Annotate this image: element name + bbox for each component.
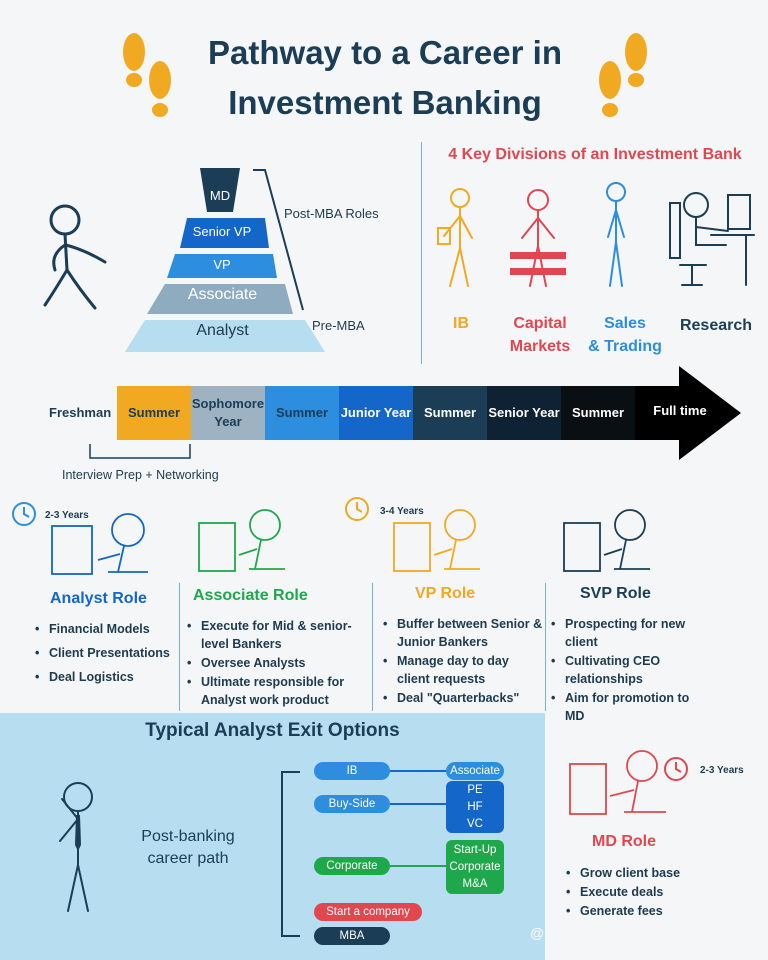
division-research-label: Research xyxy=(679,317,753,334)
divisions-title: 4 Key Divisions of an Investment Bank xyxy=(448,146,742,163)
sales-trading-figure-icon xyxy=(606,182,626,287)
vp-desk-icon xyxy=(393,509,480,572)
exit-path-corporate: Corporate xyxy=(314,857,390,875)
analyst-years: 2-3 Years xyxy=(45,510,89,521)
vp-role-title: VP Role xyxy=(415,585,476,602)
exit-path-start-company: Start a company xyxy=(314,903,422,921)
clock-icon xyxy=(12,502,36,526)
research-figure-icon xyxy=(669,192,755,286)
timeline-seg-summer-1: Summer xyxy=(117,386,191,440)
timeline-seg-senior: Senior Year xyxy=(487,386,561,440)
division-ib-label: IB xyxy=(453,315,469,332)
list-item: Deal "Quarterbacks" xyxy=(383,689,543,707)
timeline-start: Freshman xyxy=(49,405,112,420)
role-divider xyxy=(545,583,546,711)
pyramid-level-vp: VP xyxy=(213,257,231,272)
walking-person-icon xyxy=(43,204,107,310)
timeline-seg-summer-2: Summer xyxy=(265,386,339,440)
post-banking-label: Post-banking career path xyxy=(141,828,235,867)
list-item: Client Presentations xyxy=(35,644,180,662)
division-ib: IB xyxy=(431,312,491,335)
md-role-list: Grow client base Execute deals Generate … xyxy=(566,864,716,921)
role-divider xyxy=(179,583,180,711)
post-mba-label: Post-MBA Roles xyxy=(284,206,379,221)
list-item: Cultivating CEO relationships xyxy=(551,652,701,688)
clock-icon xyxy=(345,497,369,521)
timeline-seg-summer-3: Summer xyxy=(413,386,487,440)
list-item: Generate fees xyxy=(566,902,716,920)
list-item: Financial Models xyxy=(35,620,180,638)
title-line-2: Investment Banking xyxy=(228,84,542,121)
pyramid-level-md: MD xyxy=(209,188,231,203)
division-sales-trading: Sales & Trading xyxy=(580,312,670,358)
svp-role-list: Prospecting for new client Cultivating C… xyxy=(551,615,701,726)
ib-figure-icon xyxy=(437,188,473,287)
exit-target-corporate: Start-Up Corporate M&A xyxy=(446,840,504,894)
exit-path-mba: MBA xyxy=(314,927,390,945)
list-item: Execute for Mid & senior-level Bankers xyxy=(187,617,367,653)
analyst-role-list: Financial Models Client Presentations De… xyxy=(35,620,180,687)
watermark: @ xyxy=(530,925,545,941)
exit-bracket xyxy=(281,771,300,937)
vp-role-list: Buffer between Senior & Junior Bankers M… xyxy=(383,615,543,708)
exit-options-panel xyxy=(0,713,545,960)
exit-target-associate: Associate xyxy=(446,762,504,780)
list-item: Buffer between Senior & Junior Bankers xyxy=(383,615,543,651)
md-role-title: MD Role xyxy=(592,833,656,850)
associate-desk-icon xyxy=(198,509,285,572)
clock-icon xyxy=(664,757,688,781)
list-item: Oversee Analysts xyxy=(187,654,367,672)
associate-role-title: Associate Role xyxy=(193,587,308,604)
svp-desk-icon xyxy=(563,509,650,572)
pyramid-level-svp: Senior VP xyxy=(192,224,252,239)
timeline-seg-fulltime: Full time xyxy=(653,403,707,418)
timeline-seg-sophomore: Sophomore Year xyxy=(191,386,265,440)
list-item: Grow client base xyxy=(566,864,716,882)
associate-role-list: Execute for Mid & senior-level Bankers O… xyxy=(187,617,367,710)
title-line-1: Pathway to a Career in xyxy=(208,34,562,71)
analyst-role-title: Analyst Role xyxy=(50,590,147,607)
timeline-seg-summer-4: Summer xyxy=(561,386,635,440)
md-desk-icon xyxy=(569,750,666,815)
svp-role-title: SVP Role xyxy=(580,585,651,602)
timeline-bracket xyxy=(89,444,191,459)
interview-prep-label: Interview Prep + Networking xyxy=(62,468,219,482)
list-item: Deal Logistics xyxy=(35,668,180,686)
vp-years: 3-4 Years xyxy=(380,506,424,517)
analyst-desk-icon xyxy=(51,513,148,575)
pre-mba-label: Pre-MBA xyxy=(312,318,365,333)
exit-path-buy-side: Buy-Side xyxy=(314,795,390,813)
list-item: Prospecting for new client xyxy=(551,615,701,651)
division-research: Research xyxy=(675,314,757,337)
page-title: Pathway to a Career in Investment Bankin… xyxy=(150,28,620,128)
footprints-icon xyxy=(123,33,171,117)
list-item: Manage day to day client requests xyxy=(383,652,543,688)
exit-options-title: Typical Analyst Exit Options xyxy=(145,720,400,741)
capital-markets-figure-icon xyxy=(510,189,566,287)
md-years: 2-3 Years xyxy=(700,765,744,776)
footprints-icon xyxy=(599,33,647,117)
list-item: Ultimate responsible for Analyst work pr… xyxy=(187,673,367,709)
division-sales-trading-label: Sales & Trading xyxy=(588,315,662,355)
pyramid-level-analyst: Analyst xyxy=(196,322,249,339)
connector-line xyxy=(390,865,446,867)
division-capital-markets: Capital Markets xyxy=(500,312,580,358)
list-item: Aim for promotion to MD xyxy=(551,689,701,725)
exit-path-ib: IB xyxy=(314,762,390,780)
connector-line xyxy=(390,803,446,805)
division-capital-markets-label: Capital Markets xyxy=(509,315,571,355)
career-pyramid xyxy=(125,168,325,352)
section-divider xyxy=(421,142,422,364)
pyramid-level-associate: Associate xyxy=(187,286,258,303)
list-item: Execute deals xyxy=(566,883,716,901)
timeline-arrow xyxy=(635,366,741,460)
connector-line xyxy=(390,770,446,772)
exit-target-buy-side: PE HF VC xyxy=(446,781,504,833)
timeline-seg-junior: Junior Year xyxy=(339,386,413,440)
role-divider xyxy=(372,583,373,711)
thinking-person-icon xyxy=(59,782,93,912)
